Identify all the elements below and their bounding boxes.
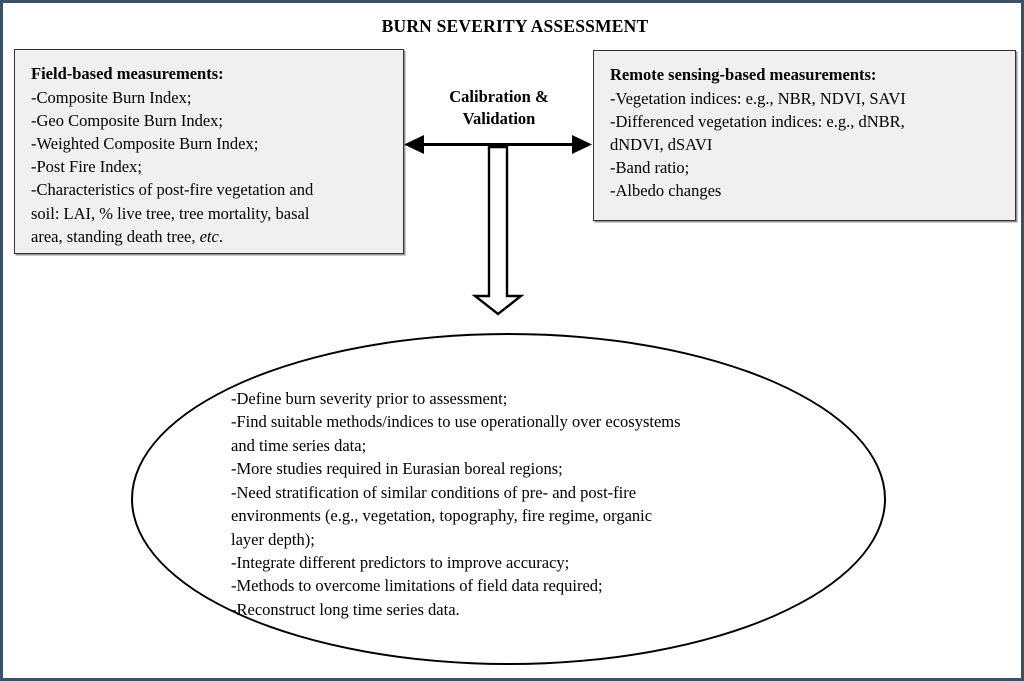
calibration-validation-line-1: Calibration & [449, 87, 549, 106]
field-box-line-7: area, standing death tree, etc. [31, 225, 389, 248]
calibration-validation-label: Calibration & Validation [406, 86, 592, 131]
field-box-line-1: -Composite Burn Index; [31, 88, 192, 108]
ellipse-line-9: -Methods to overcome limitations of fiel… [231, 576, 603, 596]
ellipse-line-2: -Find suitable methods/indices to use op… [231, 412, 681, 432]
field-box-line-4: -Post Fire Index; [31, 157, 142, 177]
ellipse-line-8: -Integrate different predictors to impro… [231, 552, 570, 572]
field-box-line-2: -Geo Composite Burn Index; [31, 111, 224, 131]
field-box-line-6: soil: LAI, % live tree, tree mortality, … [31, 203, 310, 223]
field-box-etc: etc [199, 226, 219, 246]
remote-box-heading: Remote sensing-based measurements: [610, 65, 877, 84]
remote-box-line-4: -Band ratio; [610, 158, 690, 178]
page-title: BURN SEVERITY ASSESSMENT [381, 16, 649, 36]
field-box-period: . [218, 226, 223, 246]
ellipse-line-6: environments (e.g., vegetation, topograp… [231, 506, 653, 526]
remote-sensing-measurements-box: Remote sensing-based measurements: -Vege… [593, 50, 1016, 221]
field-box-line-7-text: area, standing death tree, [31, 226, 200, 246]
ellipse-line-1: -Define burn severity prior to assessmen… [231, 389, 508, 408]
field-box-line-3: -Weighted Composite Burn Index; [31, 134, 259, 154]
field-box-line-5: -Characteristics of post-fire vegetation… [31, 180, 314, 200]
ellipse-line-7: layer depth); [231, 529, 315, 549]
remote-box-line-1: -Vegetation indices: e.g., NBR, NDVI, SA… [610, 89, 906, 109]
hollow-down-block-arrow-icon [471, 145, 525, 316]
double-headed-horizontal-arrow-icon [404, 135, 592, 154]
remote-box-line-5: -Albedo changes [610, 181, 722, 201]
recommendations-text: -Define burn severity prior to assessmen… [231, 387, 811, 621]
ellipse-line-4: -More studies required in Eurasian borea… [231, 459, 563, 479]
ellipse-line-5: -Need stratification of similar conditio… [231, 482, 637, 502]
field-box-heading: Field-based measurements: [31, 64, 224, 83]
ellipse-line-10: -Reconstruct long time series data. [231, 599, 460, 619]
field-based-measurements-box: Field-based measurements: -Composite Bur… [14, 49, 404, 254]
recommendations-ellipse [131, 333, 886, 665]
calibration-validation-line-2: Validation [462, 109, 536, 129]
remote-box-line-2: -Differenced vegetation indices: e.g., d… [610, 112, 905, 132]
ellipse-line-3: and time series data; [231, 435, 367, 455]
remote-box-line-3: dNDVI, dSAVI [610, 135, 713, 155]
